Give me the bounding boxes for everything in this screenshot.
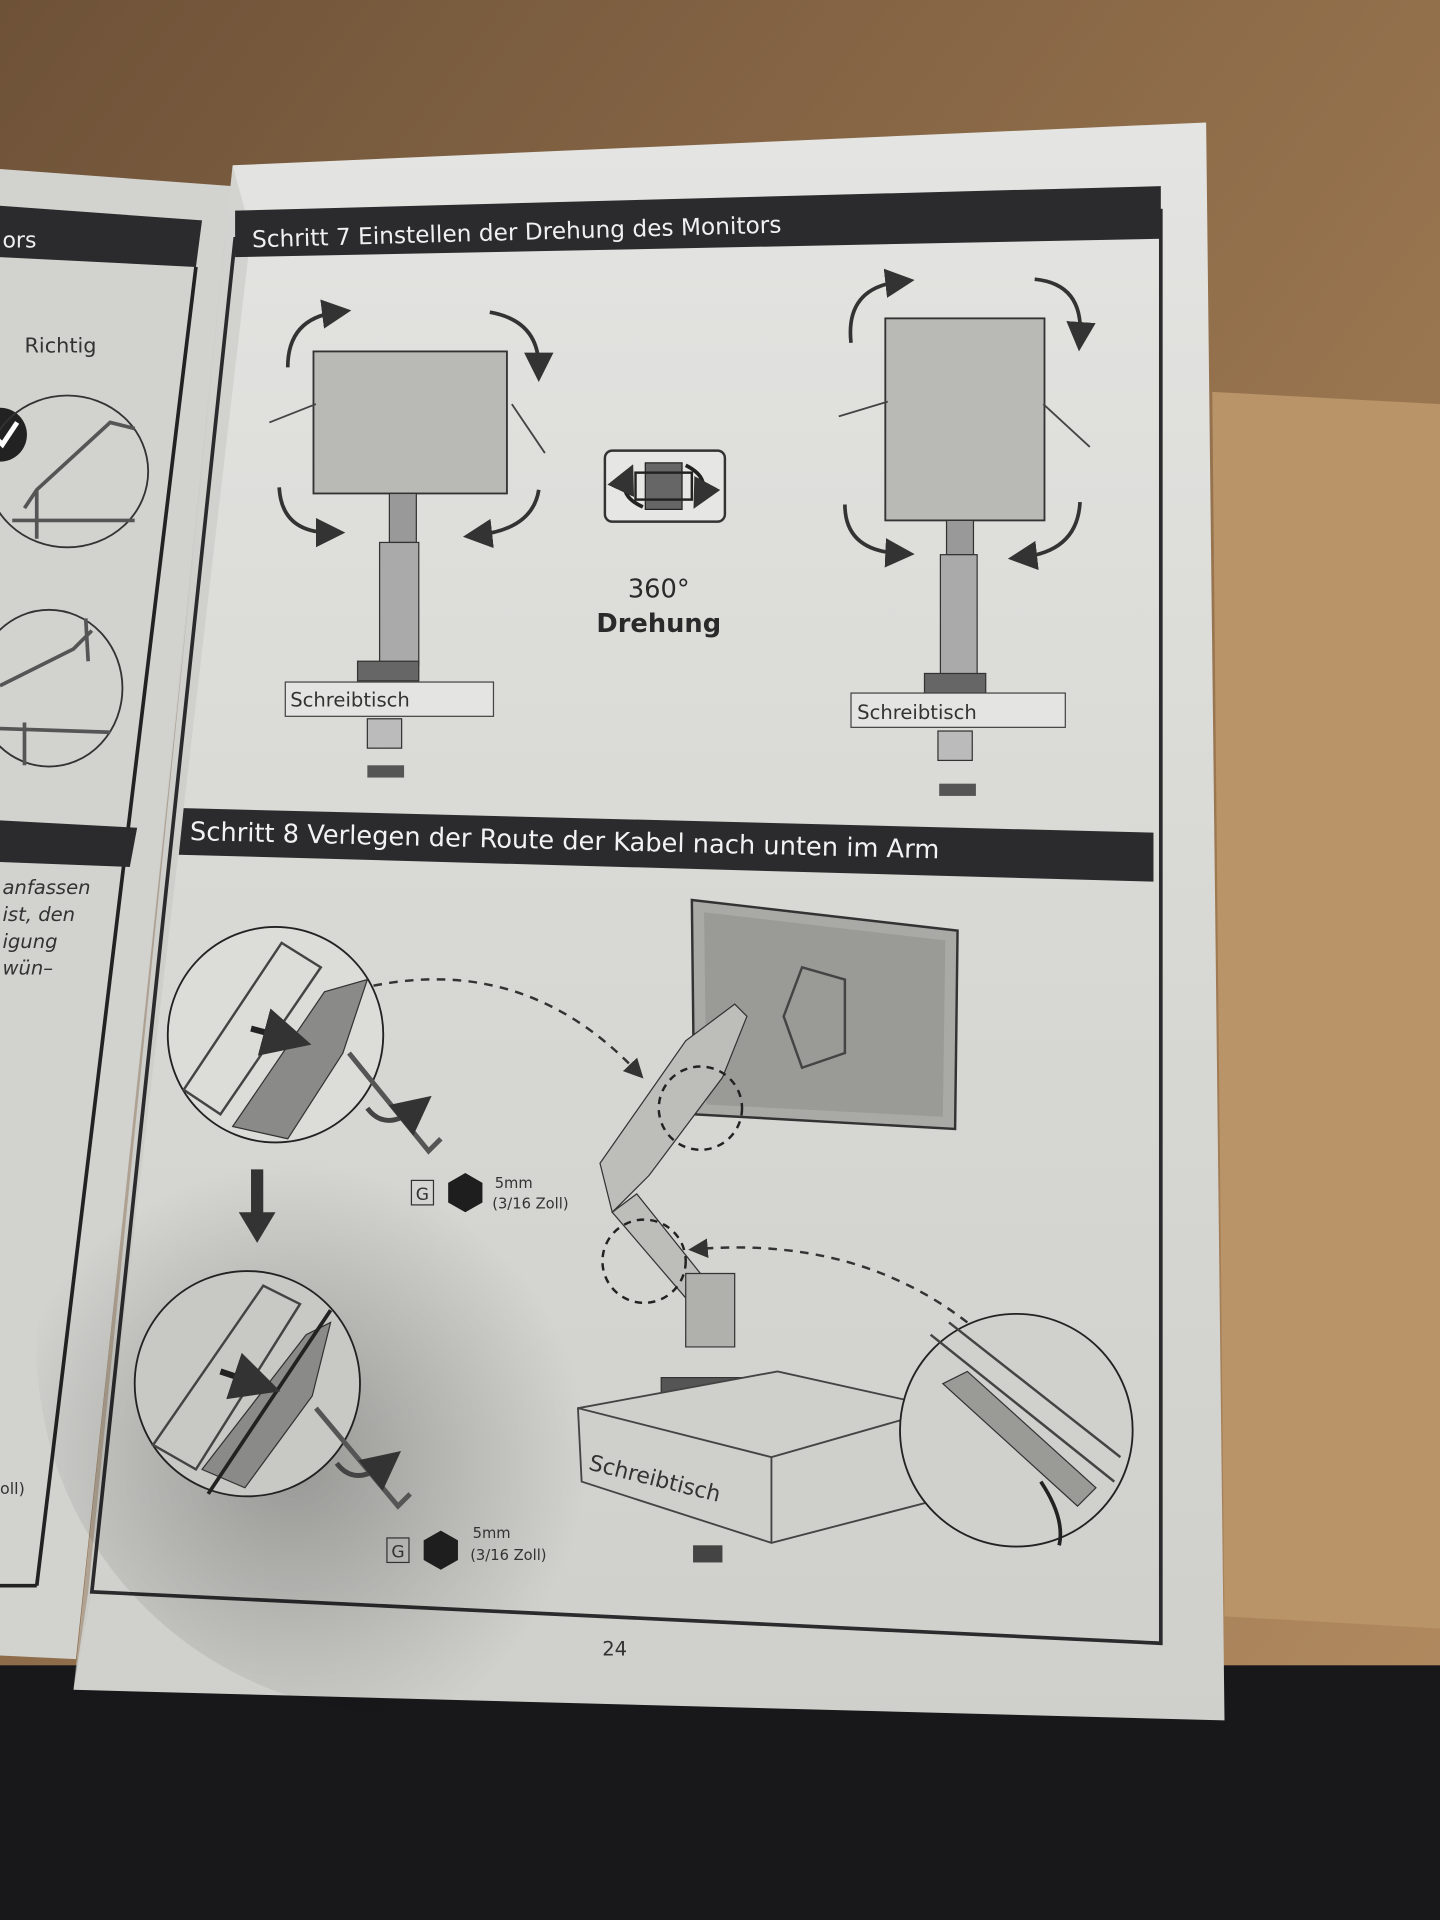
step7-header-bar [235, 186, 1161, 258]
left-header-bar-2 [0, 820, 138, 867]
clamp [693, 1545, 723, 1563]
rotate-arrow-icon [277, 487, 346, 548]
rotate-arrow-icon [489, 310, 554, 383]
left-text-line: wün– [2, 957, 53, 980]
hex-key-icon [347, 1051, 443, 1155]
rotate-arrow-icon [1034, 277, 1096, 352]
left-text-line: igung [2, 930, 57, 953]
monitor-portrait-icon [884, 317, 1046, 522]
left-text-line: anfassen [2, 876, 90, 899]
monitor-icon [312, 350, 508, 495]
detail-marker [657, 1065, 744, 1152]
rotation-badge [603, 449, 727, 523]
rotate-arrow-icon [1007, 501, 1082, 571]
left-text-line: ist, den [2, 903, 75, 926]
stand-pole [378, 541, 420, 666]
hand-shadow [36, 979, 772, 1715]
hex-key-icon [314, 1406, 412, 1510]
cable-cover-detail-bottom [133, 1270, 412, 1510]
dashed-pointer [688, 1238, 969, 1324]
monitor-rotation-illustration-left: Schreibtisch [269, 299, 554, 778]
rotate-arrow-icon [285, 299, 352, 368]
rotate-arrow-icon [848, 268, 915, 344]
tool-size: 5mm [495, 1175, 533, 1192]
rotation-degrees: 360° [628, 575, 690, 605]
step8-header-bar [178, 808, 1154, 882]
hex-icon [448, 1173, 483, 1213]
monitor-rotation-illustration-right: Schreibtisch [838, 268, 1096, 796]
rotate-arrow-icon [462, 489, 541, 549]
correct-label: Richtig [24, 334, 96, 358]
tool-size: 5mm [473, 1525, 511, 1542]
cardboard-flap [1212, 391, 1440, 1629]
clamp [366, 718, 403, 749]
tool-letter: G [416, 1185, 429, 1205]
arrow-icon [250, 1008, 312, 1056]
second-illustration-circle [0, 608, 124, 768]
desk-box [284, 681, 495, 717]
tool-letter: G [391, 1543, 404, 1563]
monitor-arm-illustration: Schreibtisch [577, 898, 959, 1563]
left-bottom-text: oll) [0, 1479, 25, 1498]
tool-letter-box [386, 1537, 410, 1564]
tool-size-imperial: (3/16 Zoll) [492, 1196, 568, 1213]
dashed-pointer [373, 978, 644, 1079]
hand-icon [269, 403, 546, 454]
rotate-360-icon [644, 462, 683, 511]
page-number: 24 [602, 1638, 627, 1661]
hex-icon [423, 1530, 458, 1570]
tool-size-imperial: (3/16 Zoll) [470, 1547, 546, 1564]
correct-illustration-circle [0, 394, 150, 549]
desk-box [850, 692, 1066, 728]
left-header-text: ors [2, 228, 36, 253]
vesa-plate [782, 965, 847, 1070]
cable [1039, 1480, 1063, 1546]
clamp [937, 730, 973, 762]
cable [206, 1309, 333, 1495]
detail-marker [601, 1218, 687, 1305]
cable-cover-detail-right [899, 1312, 1134, 1548]
left-header-bar [0, 205, 203, 267]
tool-letter-box [410, 1179, 435, 1206]
hand-icon [838, 400, 1091, 448]
cable-cover-detail-top [166, 926, 443, 1155]
rotation-label: Drehung [596, 609, 721, 639]
check-icon [0, 421, 20, 449]
desk-label: Schreibtisch [857, 701, 977, 724]
rotate-arrow-icon [365, 1095, 432, 1136]
desk-label: Schreibtisch [290, 689, 410, 712]
rotate-arrow-icon [843, 504, 915, 568]
right-page: Schritt 7 Einstellen der Drehung des Mon… [36, 122, 1225, 1721]
